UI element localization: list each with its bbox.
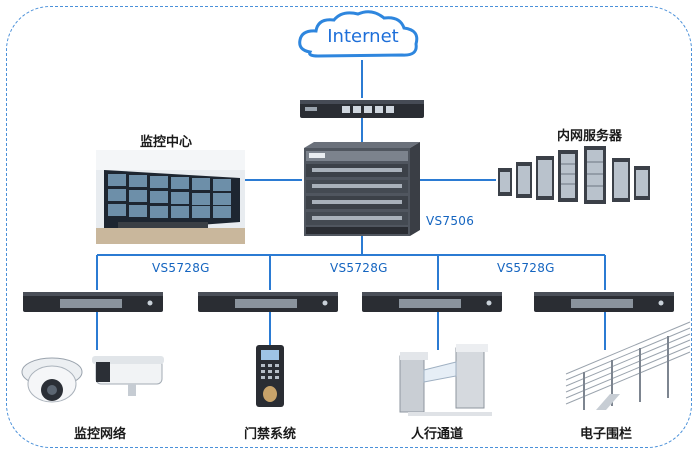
electric-fence-icon — [565, 321, 691, 410]
bullet-camera-icon — [92, 356, 164, 396]
internet-label: Internet — [327, 26, 399, 47]
access-switch-model-3: VS5728G — [497, 261, 555, 275]
access-switch-model-1: VS5728G — [152, 261, 210, 275]
access-switch-icon-1 — [23, 292, 163, 312]
dome-camera-icon — [21, 357, 83, 403]
diagram-frame — [6, 6, 692, 448]
internet-cloud-icon — [298, 10, 419, 58]
turnstile-gate-icon — [399, 344, 492, 416]
endpoint-label-electric-fence: 电子围栏 — [580, 427, 633, 442]
endpoint-label-access-control: 门禁系统 — [244, 427, 297, 442]
access-switch-icon-2 — [198, 292, 338, 312]
access-keypad-icon — [256, 345, 284, 407]
monitor-center-label: 监控中心 — [140, 135, 193, 150]
endpoint-label-pedestrian-gate: 人行通道 — [411, 427, 464, 442]
core-switch-model: VS7506 — [426, 214, 475, 228]
access-switch-icon-4 — [534, 292, 674, 312]
video-wall-photo — [96, 150, 245, 244]
intranet-servers-label: 内网服务器 — [557, 129, 623, 144]
server-racks-icon — [498, 146, 650, 204]
core-switch-icon — [304, 142, 420, 236]
endpoint-label-surveillance: 监控网络 — [74, 427, 127, 442]
access-switch-model-2: VS5728G — [330, 261, 388, 275]
access-switch-icon-3 — [362, 292, 502, 312]
router-icon — [300, 100, 424, 118]
connection-lines — [96, 60, 606, 350]
